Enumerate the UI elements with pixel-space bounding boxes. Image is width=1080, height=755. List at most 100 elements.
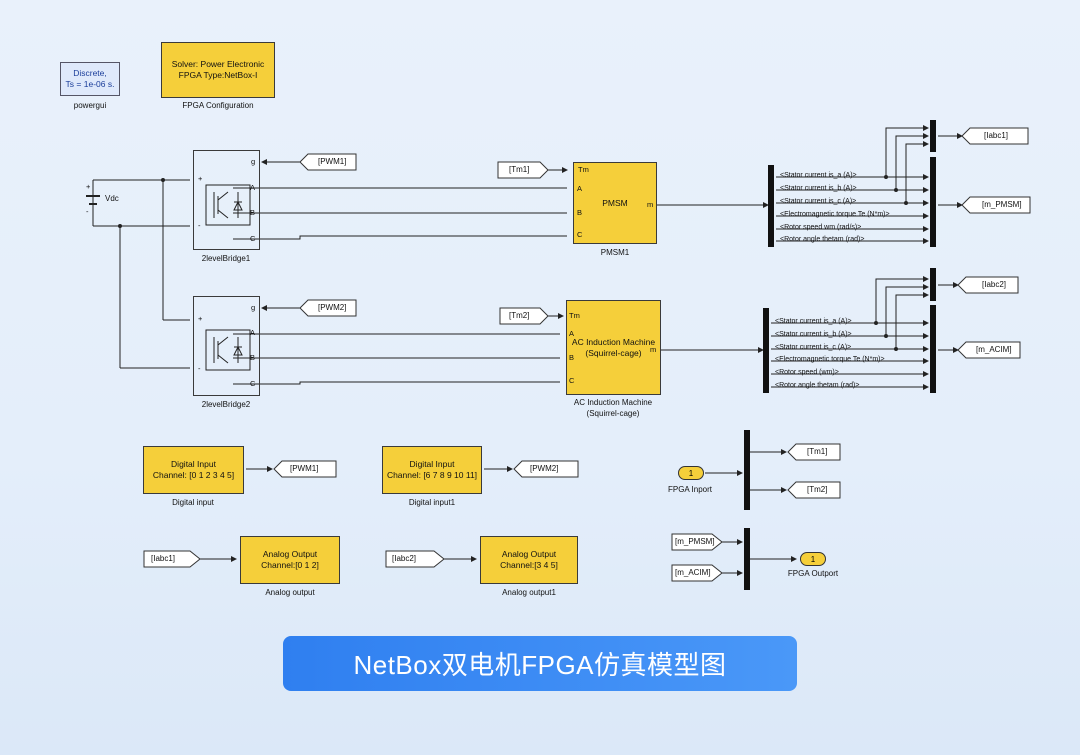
- from-tm2-label: [Tm2]: [509, 311, 530, 320]
- mux-macim-bar[interactable]: [930, 305, 936, 393]
- bridge2-port-b: B: [250, 353, 256, 362]
- acim-port-a: A: [569, 329, 575, 338]
- goto-tm2-shape[interactable]: [787, 481, 841, 499]
- pmsm-block[interactable]: PMSM: [573, 162, 657, 244]
- bus1-signal: <Electromagnetic torque Te (N*m)>: [780, 211, 890, 218]
- vdc-label: Vdc: [105, 194, 119, 203]
- acim-title-line1: AC Induction Machine: [571, 336, 656, 347]
- junction-dot: [884, 334, 888, 338]
- powergui-block[interactable]: Discrete, Ts = 1e-06 s.: [60, 62, 120, 96]
- igbt-icon: [205, 184, 251, 226]
- vdc-plus: +: [86, 182, 91, 191]
- fpga-config-block[interactable]: Solver: Power Electronic FPGA Type:NetBo…: [161, 42, 275, 98]
- from-iabc1-shape[interactable]: [143, 550, 201, 568]
- digital-input1-line2: Channel: [6 7 8 9 10 11]: [386, 470, 478, 480]
- bridge1-port-a: A: [250, 183, 256, 192]
- analog-output1-block[interactable]: Analog Output Channel:[3 4 5]: [480, 536, 578, 584]
- powergui-line2: Ts = 1e-06 s.: [65, 79, 115, 89]
- bus2-signal: <Stator current is_a (A)>: [775, 318, 852, 325]
- bridge2-block[interactable]: [193, 296, 260, 396]
- analog-output-line2: Channel:[0 1 2]: [261, 560, 319, 570]
- title-banner: NetBox双电机FPGA仿真模型图: [283, 636, 797, 691]
- pmsm-caption: PMSM1: [600, 248, 630, 257]
- bus1-signal: <Stator current is_a (A)>: [780, 172, 857, 179]
- from-mpmsm-shape[interactable]: [671, 533, 723, 551]
- goto-mpmsm-label: [m_PMSM]: [982, 200, 1022, 209]
- bridge1-block[interactable]: [193, 150, 260, 250]
- from-macim-shape[interactable]: [671, 564, 723, 582]
- junction-dot: [161, 178, 165, 182]
- fpga-config-caption: FPGA Configuration: [182, 101, 254, 110]
- digital-input-line1: Digital Input: [171, 459, 216, 469]
- mux-iabc2-bar[interactable]: [930, 268, 936, 301]
- bus-selector1-bar[interactable]: [768, 165, 774, 247]
- pmsm-title: PMSM: [602, 197, 628, 208]
- bus2-signal: <Stator current is_b (A)>: [775, 331, 852, 338]
- goto-pwm1b-shape[interactable]: [273, 460, 337, 478]
- fpga-inport-block[interactable]: 1: [678, 466, 704, 480]
- bridge1-port-minus: -: [198, 221, 201, 230]
- bridge2-port-a: A: [250, 328, 256, 337]
- junction-dot: [874, 321, 878, 325]
- goto-pwm2-shape[interactable]: [299, 299, 357, 317]
- from-tm2-shape[interactable]: [499, 307, 549, 325]
- junction-dot: [894, 188, 898, 192]
- junction-dot: [884, 175, 888, 179]
- vdc-minus: -: [86, 207, 89, 216]
- mux-iabc1-bar[interactable]: [930, 120, 936, 152]
- bridge2-port-plus: +: [198, 314, 203, 323]
- from-iabc2-label: [Iabc2]: [392, 554, 417, 563]
- pmsm-port-a: A: [577, 184, 583, 193]
- goto-macim-shape[interactable]: [957, 341, 1021, 359]
- junction-dot: [118, 224, 122, 228]
- bridge1-port-b: B: [250, 208, 256, 217]
- digital-input-line2: Channel: [0 1 2 3 4 5]: [152, 470, 235, 480]
- analog-output-block[interactable]: Analog Output Channel:[0 1 2]: [240, 536, 340, 584]
- acim-port-m: m: [650, 345, 657, 354]
- analog-output-line1: Analog Output: [262, 549, 318, 559]
- acim-port-c: C: [569, 376, 575, 385]
- digital-input1-line1: Digital Input: [409, 459, 455, 469]
- bus2-signal: <Rotor angle thetam (rad)>: [775, 382, 860, 389]
- from-iabc2-shape[interactable]: [385, 550, 445, 568]
- fpga-outport-caption: FPGA Outport: [787, 569, 839, 578]
- goto-iabc1-shape[interactable]: [961, 127, 1029, 145]
- bus1-signal: <Stator current is_c (A)>: [780, 198, 857, 205]
- acim-caption-line2: (Squirrel-cage): [586, 409, 640, 418]
- bus2-signal: <Electromagnetic torque Te (N*m)>: [775, 356, 885, 363]
- from-iabc1-label: [Iabc1]: [151, 554, 176, 563]
- goto-pwm1b-label: [PWM1]: [290, 464, 319, 473]
- goto-pwm2b-shape[interactable]: [513, 460, 579, 478]
- fpga-inport-caption: FPGA Inport: [667, 485, 713, 494]
- bridge2-c-wire: [233, 381, 560, 385]
- bridge1-c-wire: [233, 235, 567, 240]
- goto-pwm1-shape[interactable]: [299, 153, 357, 171]
- bus-selector2-bar[interactable]: [763, 308, 769, 393]
- goto-pwm1-label: [PWM1]: [318, 157, 347, 166]
- mux-outport-bar[interactable]: [744, 528, 750, 590]
- analog-output1-line2: Channel:[3 4 5]: [500, 560, 558, 570]
- digital-input-block[interactable]: Digital Input Channel: [0 1 2 3 4 5]: [143, 446, 244, 494]
- acim-caption-line1: AC Induction Machine: [573, 398, 653, 407]
- mux-mpmsm-bar[interactable]: [930, 157, 936, 247]
- goto-mpmsm-shape[interactable]: [961, 196, 1031, 214]
- goto-iabc1-label: [Iabc1]: [984, 131, 1009, 140]
- bridge2-port-g: g: [251, 303, 256, 312]
- acim-title-line2: (Squirrel-cage): [585, 347, 642, 358]
- from-macim-label: [m_ACIM]: [675, 568, 711, 577]
- goto-tm1-label: [Tm1]: [807, 447, 828, 456]
- goto-tm1-shape[interactable]: [787, 443, 841, 461]
- acim-port-tm: Tm: [569, 311, 580, 320]
- powergui-caption: powergui: [73, 101, 107, 110]
- fpga-outport-block[interactable]: 1: [800, 552, 826, 566]
- fpga-config-line1: Solver: Power Electronic: [171, 59, 265, 69]
- digital-input1-block[interactable]: Digital Input Channel: [6 7 8 9 10 11]: [382, 446, 482, 494]
- from-tm1-shape[interactable]: [497, 161, 549, 179]
- goto-iabc2-shape[interactable]: [957, 276, 1019, 294]
- acim-block[interactable]: AC Induction Machine (Squirrel-cage): [566, 300, 661, 395]
- bridge1-port-c: C: [250, 234, 256, 243]
- junction-dot: [894, 347, 898, 351]
- demux-bar[interactable]: [744, 430, 750, 510]
- bridge1-caption: 2levelBridge1: [201, 254, 251, 263]
